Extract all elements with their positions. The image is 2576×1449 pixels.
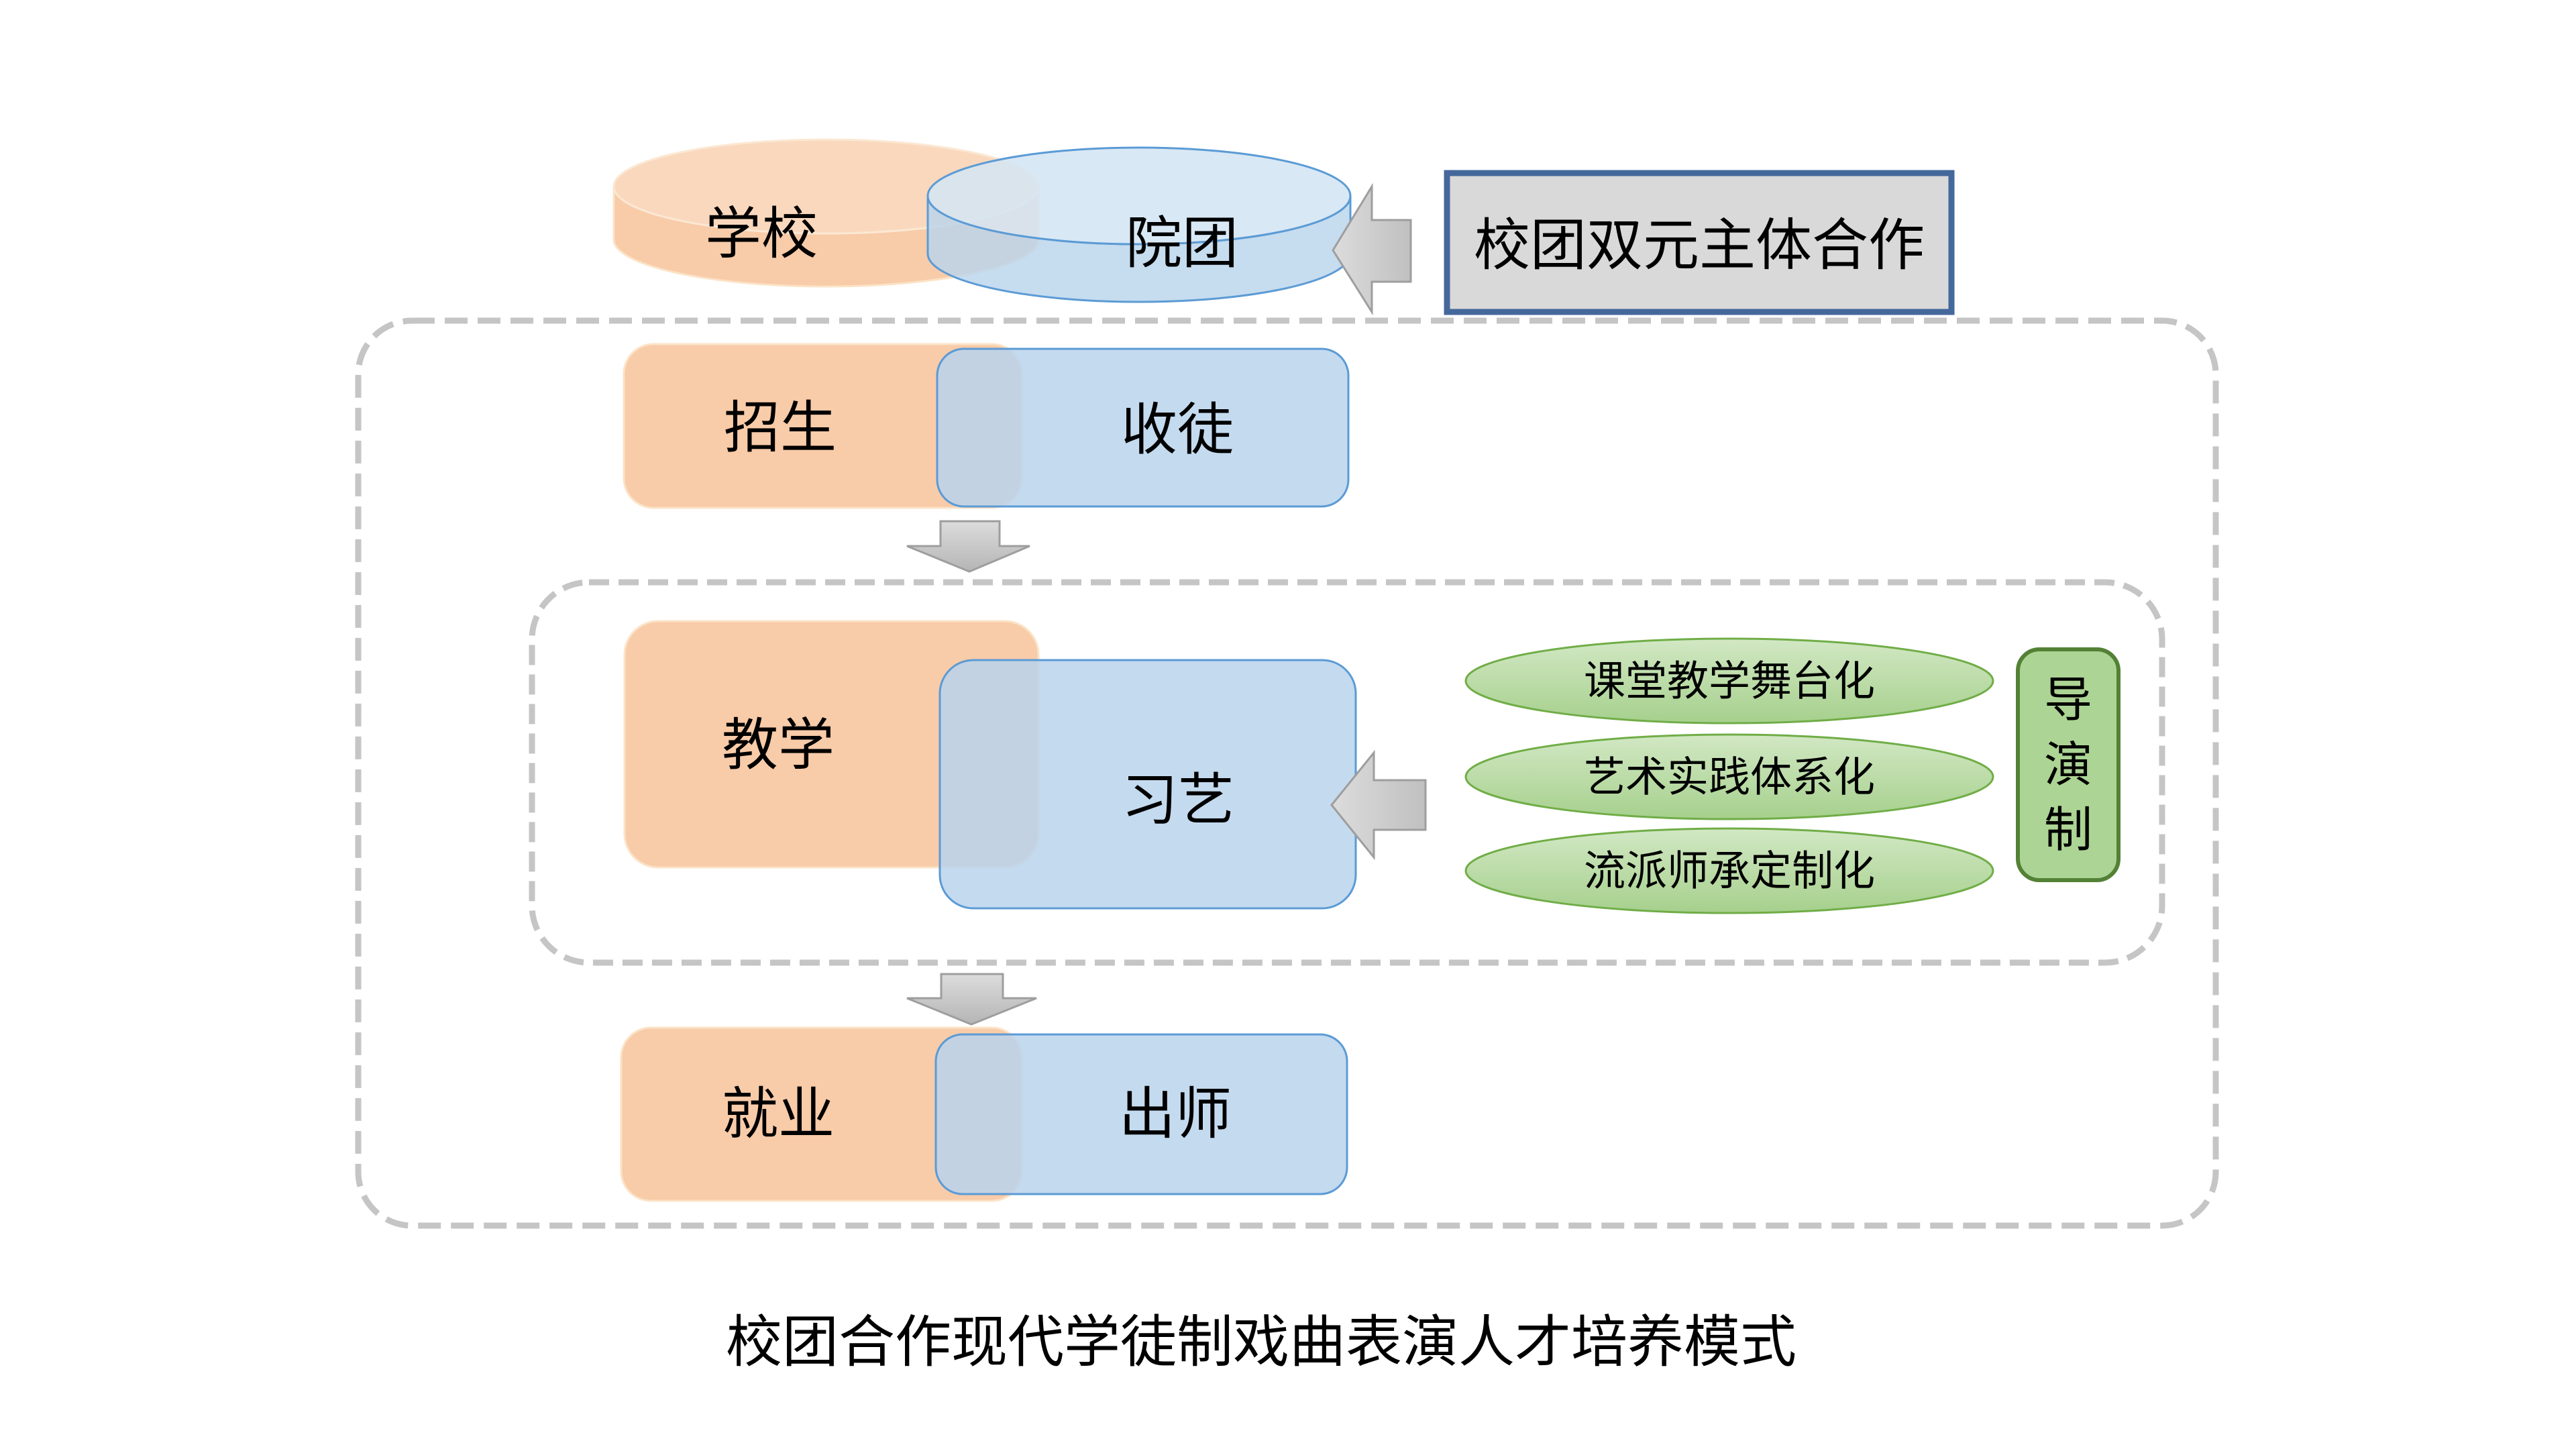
methods-arrow-icon: [1330, 749, 1427, 861]
director-char-1: 导: [2044, 674, 2092, 727]
employment-label: 就业: [722, 1082, 835, 1145]
troupe-cylinder: 院团: [926, 146, 1352, 303]
cooperation-arrow-icon: [1332, 182, 1412, 316]
graduation-box: [934, 1033, 1348, 1195]
cooperation-label: 校团双元主体合作: [1474, 213, 1925, 276]
cooperation-box-shape: [1444, 170, 1955, 315]
method-ellipse-stage: [1464, 637, 1994, 724]
outer-process-frame: [355, 317, 2219, 1229]
graduation-label: 出师: [1119, 1082, 1232, 1145]
stage-teaching-row: 教学 习艺: [623, 620, 1357, 910]
director-char-2: 演: [2044, 739, 2092, 792]
director-system-box: 导 演 制: [2016, 647, 2121, 882]
troupe-label: 院团: [1126, 211, 1238, 274]
stage-employment-row: 就业 出师: [620, 1026, 1348, 1202]
teaching-label: 教学: [722, 713, 835, 776]
skill-learning-label: 习艺: [1122, 768, 1234, 831]
troupe-cylinder-top: [926, 146, 1352, 246]
flow-down-arrow-2-icon: [906, 973, 1037, 1026]
director-system-shape: [2016, 647, 2121, 882]
director-char-3: 制: [2044, 804, 2092, 857]
diagram-caption: 校团合作现代学徒制戏曲表演人才培养模式: [726, 1310, 1796, 1373]
method-label-lineage: 流派师承定制化: [1584, 849, 1875, 895]
inner-teaching-frame: [529, 579, 2165, 966]
method-ellipse-lineage: [1464, 827, 1994, 914]
method-label-practice: 艺术实践体系化: [1584, 755, 1875, 801]
enrollment-label: 招生: [724, 396, 837, 459]
cooperation-box: 校团双元主体合作: [1444, 170, 1955, 315]
teaching-methods-group: 课堂教学舞台化 艺术实践体系化 流派师承定制化: [1464, 637, 1994, 914]
method-label-stage: 课堂教学舞台化: [1584, 659, 1875, 705]
apprentice-recruit-label: 收徒: [1121, 398, 1234, 461]
school-label: 学校: [705, 202, 818, 265]
stage-enrollment-row: 招生 收徒: [623, 343, 1350, 509]
method-ellipse-practice: [1464, 733, 1994, 820]
flow-down-arrow-1-icon: [906, 520, 1030, 573]
apprentice-recruit-box: [936, 347, 1350, 508]
